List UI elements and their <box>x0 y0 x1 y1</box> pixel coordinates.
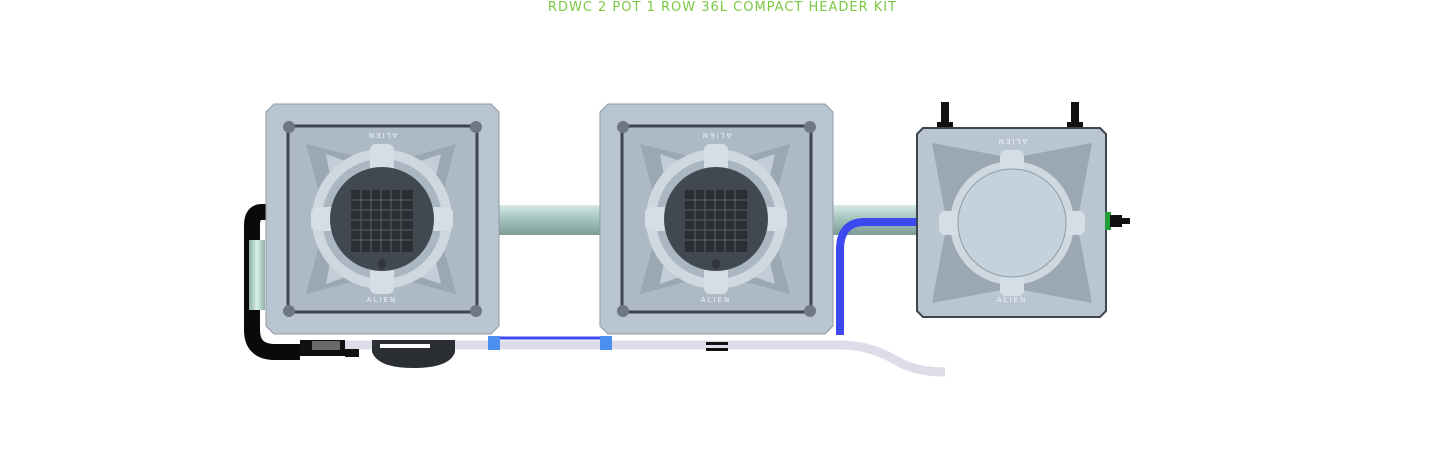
blue-link-hose <box>488 336 612 350</box>
brand-logo: ALIEN <box>997 296 1027 304</box>
drain-pipe <box>300 340 946 377</box>
net-pot-lid <box>329 166 435 272</box>
left-return-elbow <box>244 204 300 360</box>
brand-logo: ALIEN <box>701 296 731 304</box>
brand-logo: ALIEN <box>367 296 397 304</box>
brand-logo-top: ALIEN <box>701 131 731 139</box>
pot-1: ALIEN ALIEN <box>264 102 501 336</box>
brand-logo-top: ALIEN <box>997 137 1027 145</box>
brand-logo-top: ALIEN <box>367 131 397 139</box>
drain-valve <box>1105 212 1130 230</box>
blue-supply-hose <box>836 218 918 335</box>
net-pot-lid <box>663 166 769 272</box>
controller-lid <box>957 168 1067 278</box>
header-pipe-1 <box>497 205 602 235</box>
fittings <box>300 340 728 368</box>
diagram-title: RDWC 2 POT 1 ROW 36L COMPACT HEADER KIT <box>547 0 898 15</box>
controller-bucket: ALIEN ALIEN <box>916 102 1107 318</box>
pot-2: ALIEN ALIEN <box>598 102 835 336</box>
